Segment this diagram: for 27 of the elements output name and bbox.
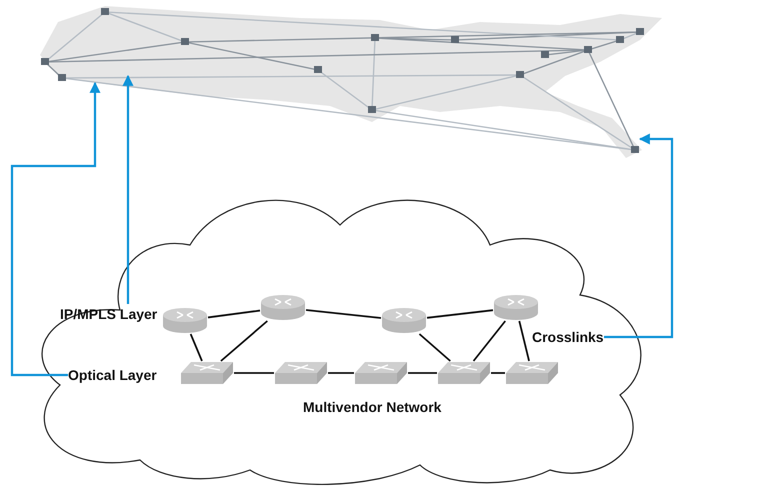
link-line: [418, 333, 451, 362]
network-title: Multivendor Network: [303, 398, 442, 417]
router-icon: [162, 307, 208, 334]
layer-label: Optical Layer: [68, 365, 158, 385]
link-line: [306, 309, 382, 319]
arrow: [122, 74, 134, 304]
link-line: [408, 372, 437, 374]
switch-icon: [354, 361, 408, 385]
arrow: [604, 134, 674, 338]
switch-icon: [505, 361, 559, 385]
link-line: [208, 310, 260, 318]
link-line: [190, 334, 203, 362]
switch-icon: [437, 361, 491, 385]
router-icon: [493, 294, 539, 321]
link-line: [426, 309, 494, 319]
link-line: [472, 320, 506, 362]
link-line: [491, 372, 505, 374]
link-line: [234, 372, 274, 374]
link-line: [518, 320, 530, 362]
layer-label: Crosslinks: [532, 327, 604, 347]
switch-icon: [180, 361, 234, 385]
link-line: [328, 372, 354, 374]
switch-icon: [274, 361, 328, 385]
arrow: [10, 82, 100, 376]
router-icon: [381, 307, 427, 334]
link-line: [220, 320, 268, 362]
router-icon: [260, 294, 306, 321]
